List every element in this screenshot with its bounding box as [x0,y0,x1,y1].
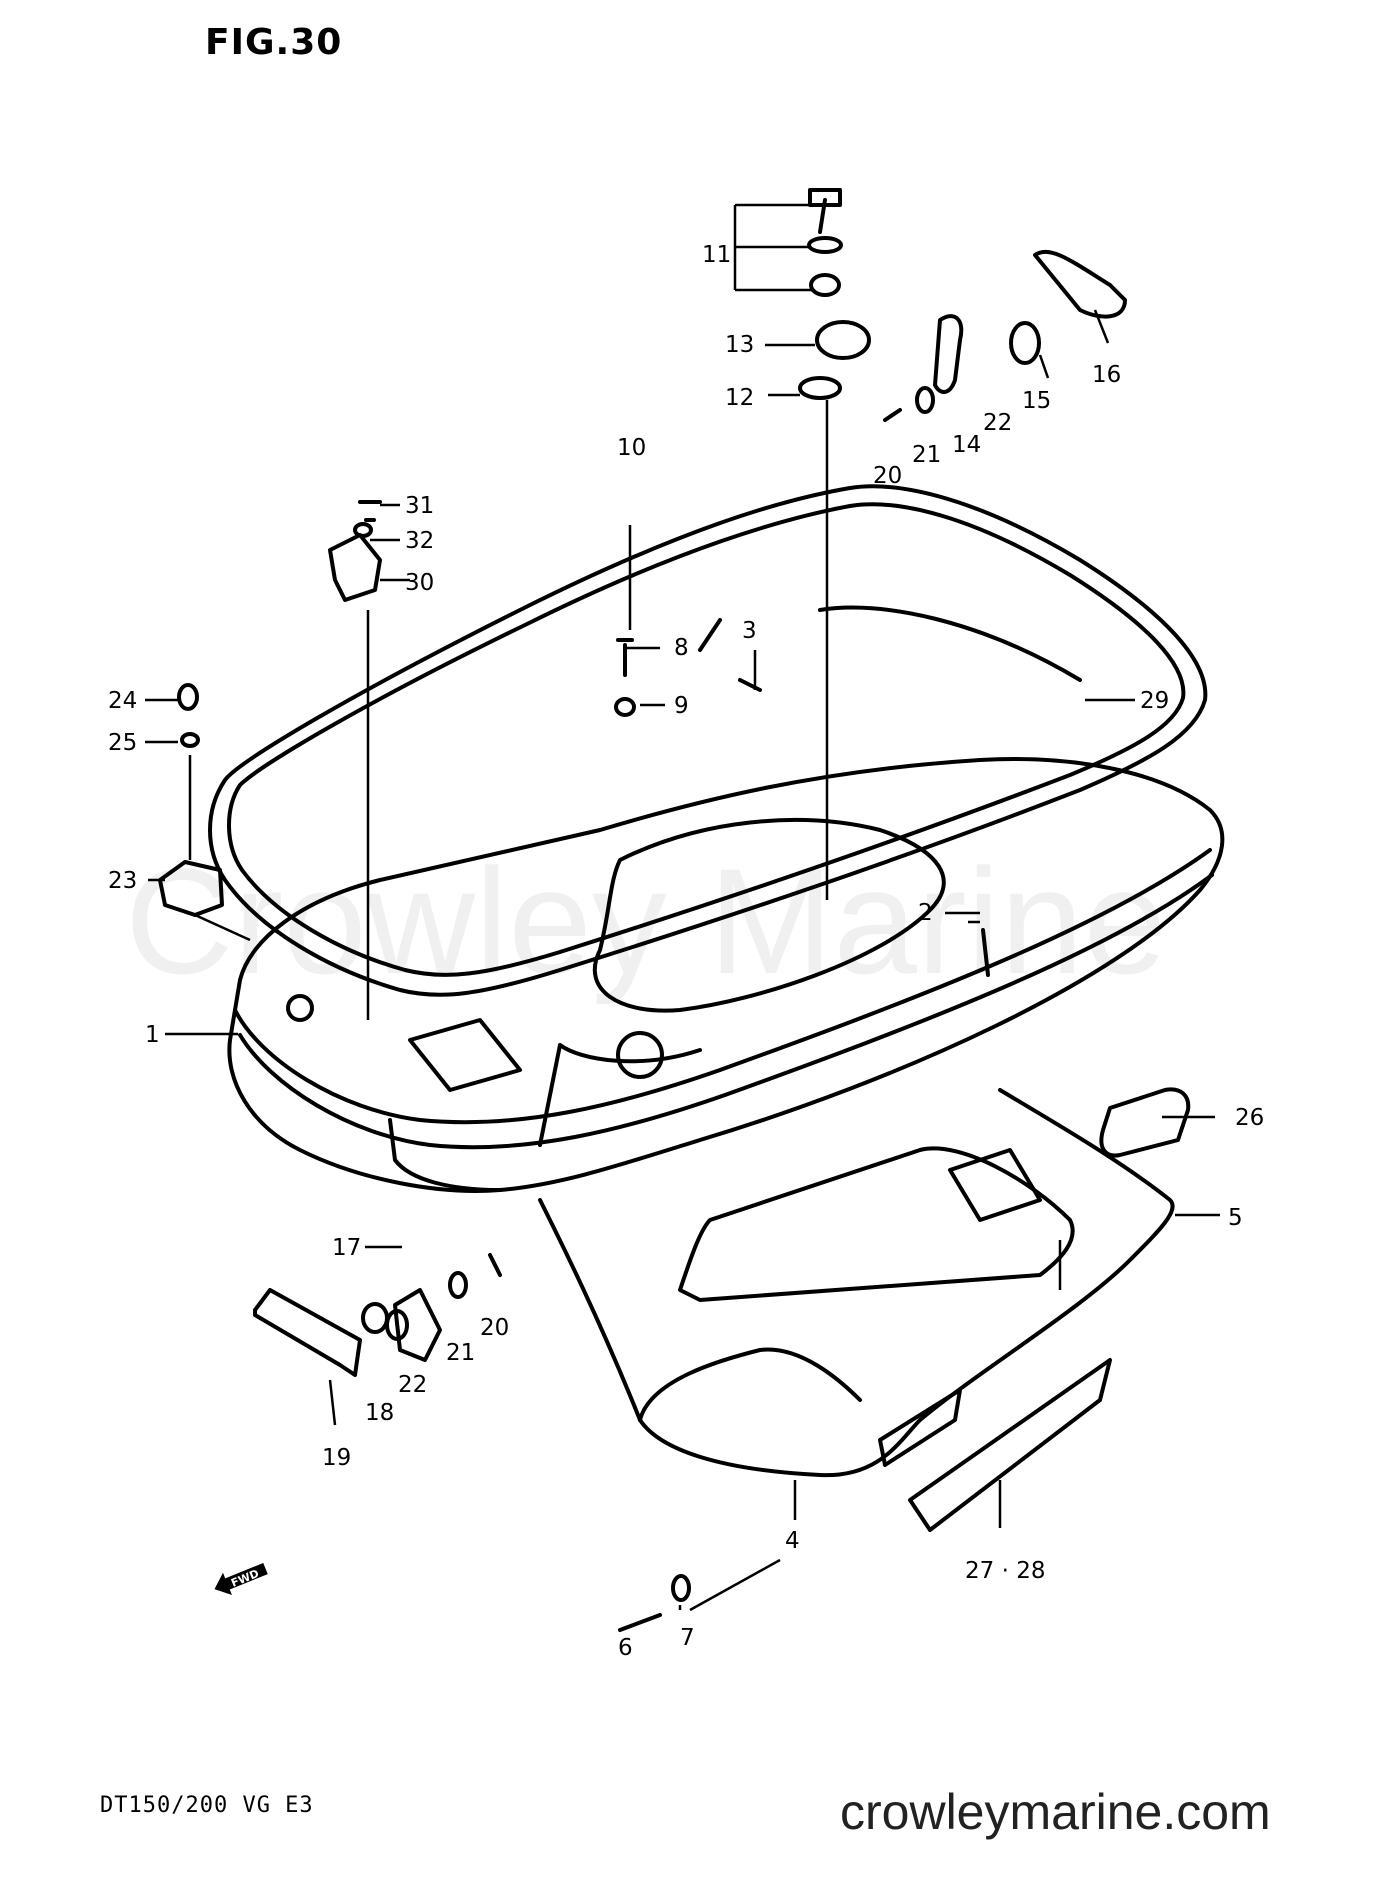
fwd-arrow-icon: FWD [214,1562,268,1596]
side-trim-panel [908,1358,1112,1532]
model-code: DT150/200 VG E3 [100,1793,314,1818]
callout-7: 7 [680,1625,695,1651]
callout-27-28: 27 · 28 [965,1558,1045,1584]
callout-14: 14 [952,432,981,458]
callout-21-b: 21 [446,1340,475,1366]
callout-18: 18 [365,1400,394,1426]
callout-20-b: 20 [480,1315,509,1341]
bottom-cowl [227,757,1225,1193]
website-link[interactable]: crowleymarine.com [840,1784,1271,1840]
callout-15: 15 [1022,388,1051,414]
callout-12: 12 [725,385,754,411]
callout-31: 31 [405,493,434,519]
lower-apron [538,1088,1175,1478]
top-cowl-seal [208,484,1208,997]
callout-17: 17 [332,1235,361,1261]
callout-22-b: 22 [398,1372,427,1398]
callout-10: 10 [617,435,646,461]
callout-25: 25 [108,730,137,756]
callout-20-a: 20 [873,463,902,489]
callout-26: 26 [1235,1105,1264,1131]
trim-19 [253,1288,362,1377]
callout-32: 32 [405,528,434,554]
callout-19: 19 [322,1445,351,1471]
callout-3: 3 [742,618,757,644]
callout-11: 11 [702,242,731,268]
callout-6: 6 [618,1635,633,1661]
callout-24: 24 [108,688,137,714]
callout-9: 9 [674,693,689,719]
callout-21-a: 21 [912,442,941,468]
callout-30: 30 [405,570,434,596]
figure-title: FIG.30 [205,22,343,63]
callout-13: 13 [725,332,754,358]
callout-22-a: 22 [983,410,1012,436]
callout-2: 2 [918,900,933,926]
callout-23: 23 [108,868,137,894]
callout-8: 8 [674,635,689,661]
fwd-label: FWD [229,1567,261,1590]
callout-29: 29 [1140,688,1169,714]
callout-5: 5 [1228,1205,1243,1231]
callout-4: 4 [785,1528,800,1554]
callout-1: 1 [145,1022,160,1048]
callout-16: 16 [1092,362,1121,388]
